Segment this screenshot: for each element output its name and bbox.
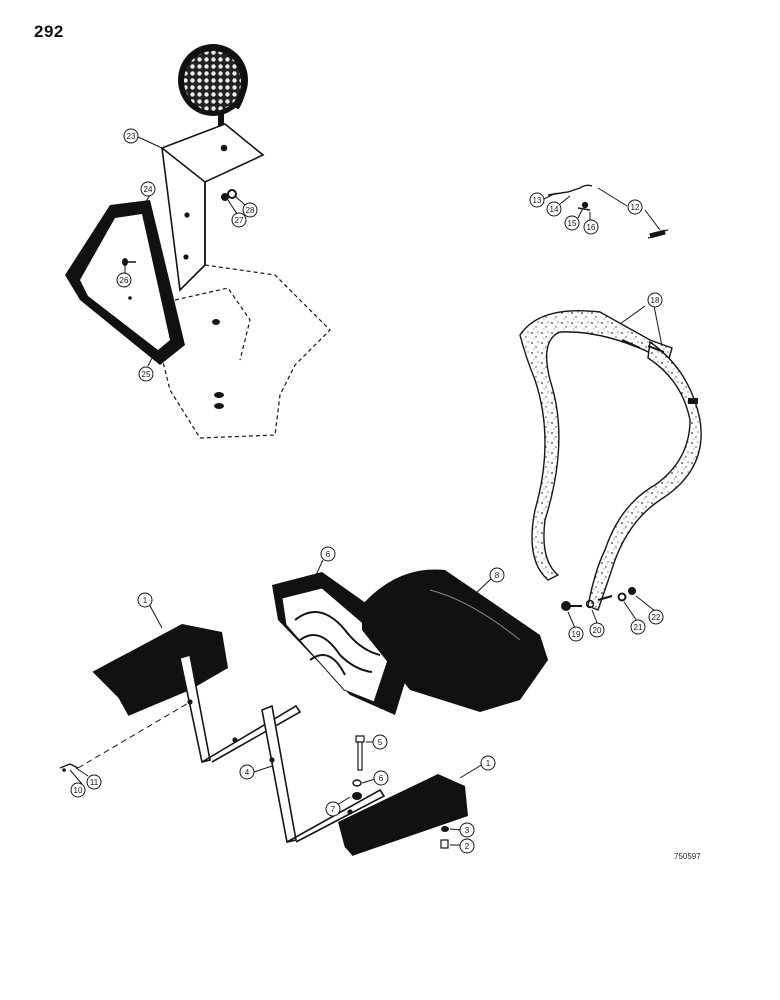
callout-label: 12 — [631, 203, 640, 212]
callout-label: 6 — [326, 550, 331, 559]
callout-label: 10 — [74, 786, 83, 795]
callout-c2: 2 — [459, 838, 475, 854]
callout-label: 16 — [587, 223, 596, 232]
page-number: 292 — [34, 22, 64, 41]
callout-c1a: 1 — [137, 592, 153, 608]
callout-c26: 26 — [116, 272, 132, 288]
callout-label: 6 — [379, 774, 384, 783]
callout-c6b: 6 — [373, 770, 389, 786]
callout-label: 1 — [486, 759, 491, 768]
callout-c8: 8 — [489, 567, 505, 583]
callout-c19: 19 — [568, 626, 584, 642]
callout-c13: 13 — [529, 192, 545, 208]
callout-label: 7 — [331, 805, 336, 814]
armrest-left — [91, 624, 228, 717]
callout-label: 4 — [245, 768, 250, 777]
callout-c20: 20 — [589, 622, 605, 638]
light-mounting-bracket — [160, 123, 265, 292]
callout-label: 26 — [120, 276, 129, 285]
callout-label: 21 — [634, 623, 643, 632]
armrest-right — [338, 774, 468, 857]
callout-label: 19 — [572, 630, 581, 639]
armrest-bracket — [179, 653, 386, 843]
callout-label: 27 — [235, 216, 244, 225]
callout-c6: 6 — [320, 546, 336, 562]
callout-c5: 5 — [372, 734, 388, 750]
callout-c10: 10 — [70, 782, 86, 798]
callout-label: 2 — [465, 842, 470, 851]
callout-label: 13 — [533, 196, 542, 205]
nut-and-washer-27-28 — [221, 189, 237, 201]
callout-label: 5 — [378, 738, 383, 747]
seat-belt-straps — [519, 309, 702, 611]
callout-label: 1 — [143, 596, 148, 605]
callout-label: 24 — [144, 185, 153, 194]
callout-label: 3 — [465, 826, 470, 835]
callout-c18: 18 — [647, 292, 663, 308]
left-pivot-pin-10-11 — [59, 763, 79, 772]
callout-c4: 4 — [239, 764, 255, 780]
seat-back — [272, 572, 418, 715]
callout-label: 15 — [568, 219, 577, 228]
callout-c25: 25 — [138, 366, 154, 382]
callout-label: 8 — [495, 571, 500, 580]
emblem-screw — [122, 258, 136, 266]
callout-c12: 12 — [627, 199, 643, 215]
seat-belt-latch-hardware — [547, 184, 669, 239]
callout-c14: 14 — [546, 201, 562, 217]
callout-c24: 24 — [140, 181, 156, 197]
belt-anchor-hardware-19-22 — [561, 587, 636, 611]
bracket-bolt-5 — [355, 735, 365, 771]
callout-c15: 15 — [564, 215, 580, 231]
callout-label: 25 — [142, 370, 151, 379]
callout-label: 14 — [550, 205, 559, 214]
bracket-nut-6-7 — [352, 779, 362, 800]
pivot-centerline — [77, 701, 191, 769]
armrest-screws-2-3 — [440, 826, 449, 849]
callout-label: 11 — [90, 778, 99, 787]
callout-c1b: 1 — [480, 755, 496, 771]
callout-label: 23 — [127, 132, 136, 141]
callout-label: 22 — [652, 613, 661, 622]
fender-outline — [154, 264, 331, 439]
callout-c27: 27 — [231, 212, 247, 228]
callout-c11: 11 — [86, 774, 102, 790]
callout-label: 28 — [246, 206, 255, 215]
callout-label: 18 — [651, 296, 660, 305]
work-light — [178, 44, 248, 126]
callout-c28: 28 — [242, 202, 258, 218]
seat-cushion — [362, 569, 548, 712]
callout-c16: 16 — [583, 219, 599, 235]
callout-c3: 3 — [459, 822, 475, 838]
callout-c21: 21 — [630, 619, 646, 635]
drawing-reference-code: 750597 — [674, 852, 701, 861]
callout-c22: 22 — [648, 609, 664, 625]
callout-c23: 23 — [123, 128, 139, 144]
callout-c7: 7 — [325, 801, 341, 817]
callout-label: 20 — [593, 626, 602, 635]
fender-bolts — [212, 319, 224, 409]
